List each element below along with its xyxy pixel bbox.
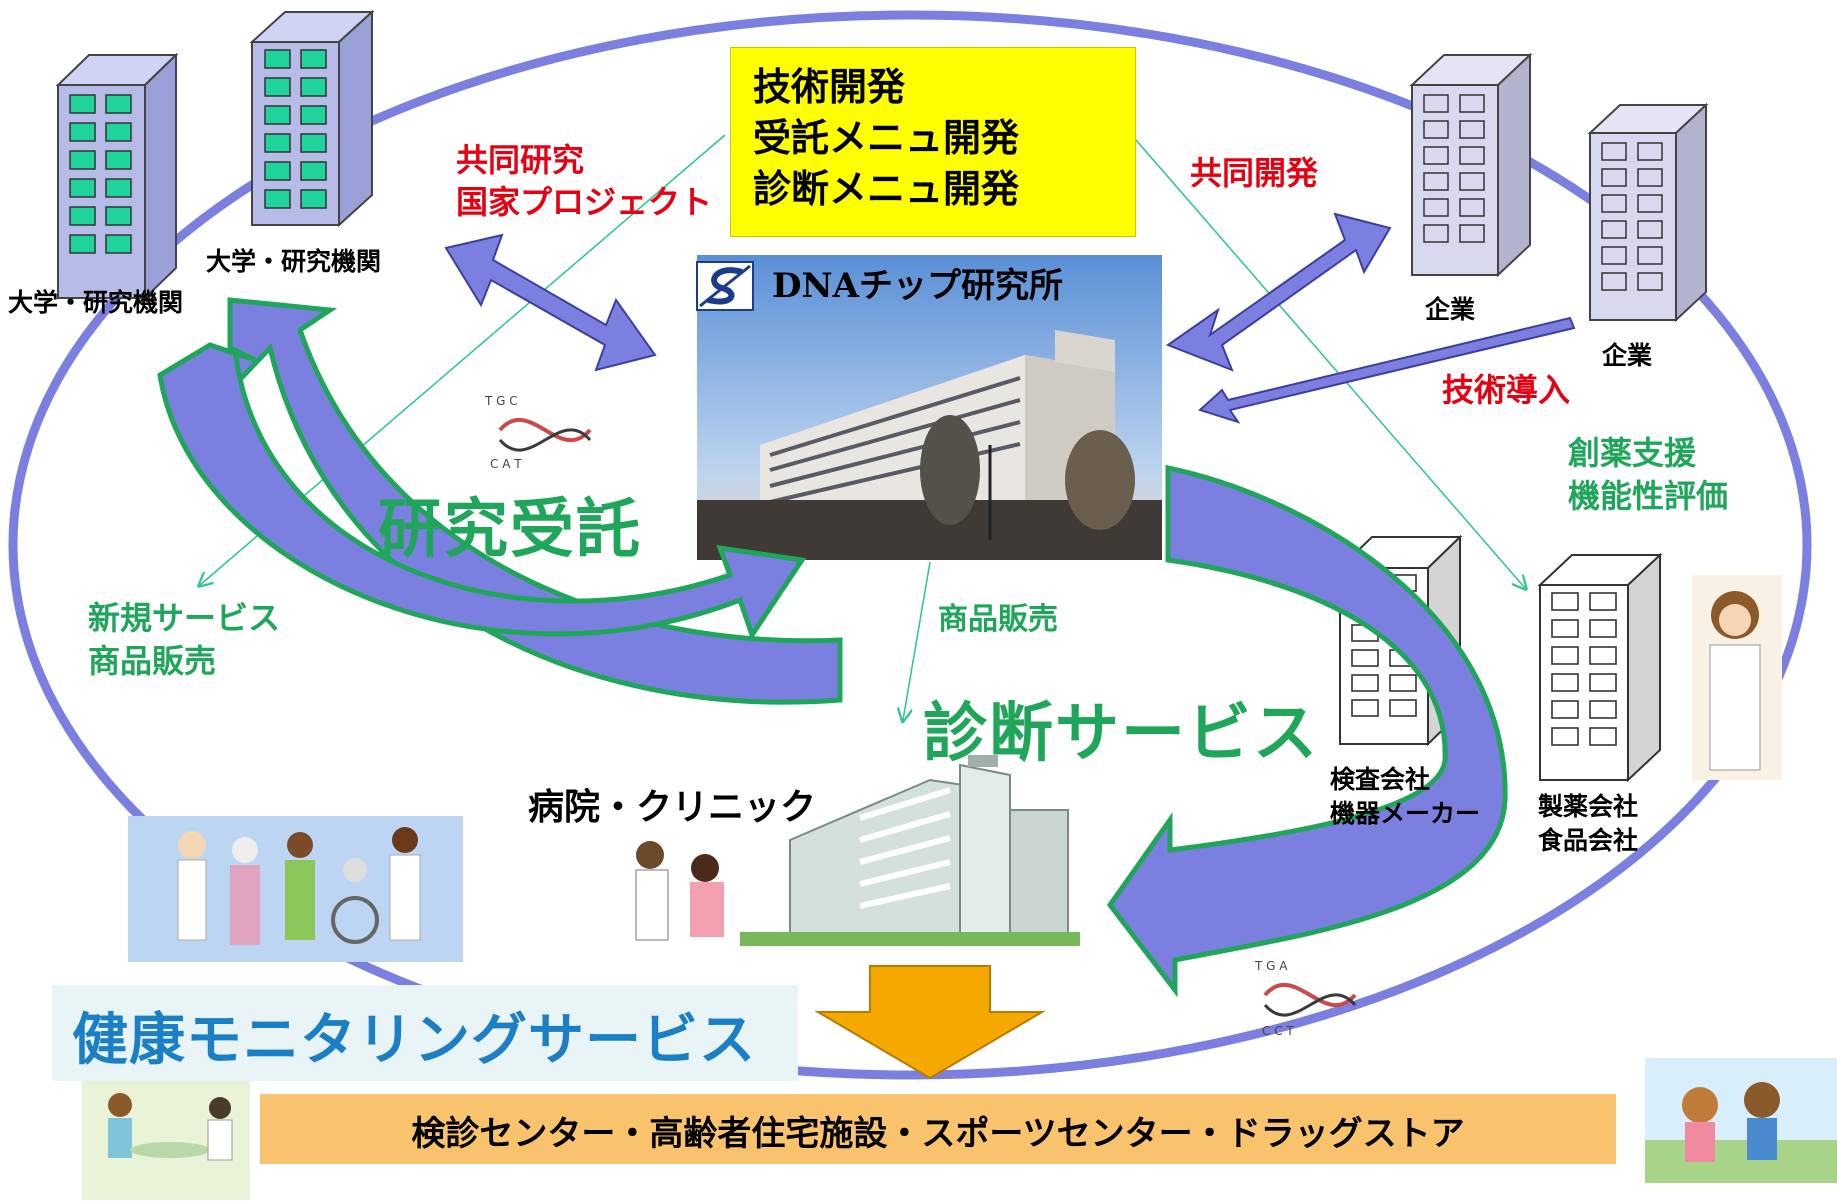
kids-garden-illustration: [1645, 1058, 1837, 1183]
label-joint-research: 共同研究 国家プロジェクト: [456, 141, 713, 221]
lab-name: DNAチップ研究所: [772, 266, 1063, 306]
label-hospital: 病院・クリニック: [528, 787, 817, 828]
cafe-illustration: [82, 1080, 250, 1200]
university-building-2: [249, 9, 375, 228]
label-university-1: 大学・研究機関: [8, 288, 184, 317]
dev-item-contract-menu: 受託メニュ開発: [753, 115, 1020, 160]
facilities-bar: 検診センター・高齢者住宅施設・スポーツセンター・ドラッグストア: [260, 1094, 1616, 1164]
tech-intro-arrow: [1198, 316, 1576, 424]
pharma-company-building: [1537, 552, 1663, 783]
company-building-1: [1409, 52, 1533, 278]
elderly-care-illustration: [128, 816, 463, 962]
label-company-2: 企業: [1602, 341, 1653, 370]
label-new-service: 新規サービス 商品販売: [88, 599, 281, 681]
label-university-2: 大学・研究機関: [206, 247, 382, 276]
health-monitoring-title: 健康モニタリングサービス: [72, 1008, 756, 1073]
facilities-text: 検診センター・高齢者住宅施設・スポーツセンター・ドラッグストア: [411, 1114, 1465, 1154]
double-arrow-univ: [444, 233, 657, 372]
dev-item-tech: 技術開発: [753, 65, 906, 109]
doctor-patient-illustration: [621, 832, 739, 962]
svg-text:T G A: T G A: [1254, 959, 1288, 973]
dna-helix-icon: T G C C A T: [484, 394, 592, 471]
label-drug-support: 創薬支援 機能性評価: [1568, 434, 1729, 516]
scientist-illustration: [1692, 575, 1782, 780]
down-arrow: [814, 965, 1046, 1080]
diagnosis-arrow: [1106, 464, 1508, 998]
university-building-1: [55, 52, 179, 301]
label-inspection: 検査会社 機器メーカー: [1330, 765, 1481, 828]
label-tech-intro: 技術導入: [1442, 371, 1571, 409]
label-diagnosis-service: 診断サービス: [923, 697, 1319, 771]
label-research-contract: 研究受託: [378, 493, 642, 567]
lab-building-photo: [697, 255, 1162, 560]
line-to-diagnosis: [903, 561, 931, 720]
svg-text:C C T: C C T: [1262, 1024, 1294, 1038]
label-company-1: 企業: [1425, 295, 1476, 324]
label-pharma: 製薬会社 食品会社: [1538, 792, 1639, 855]
svg-text:C A T: C A T: [490, 457, 522, 471]
dna-helix-icon-2: T G A C C T: [1254, 959, 1357, 1038]
double-arrow-company: [1165, 212, 1392, 372]
label-product-sales: 商品販売: [938, 602, 1058, 637]
hospital-building: [740, 755, 1080, 946]
svg-text:T G C: T G C: [484, 394, 518, 408]
research-arrow-inner: [157, 342, 807, 641]
dev-item-diagnosis-menu: 診断メニュ開発: [753, 166, 1020, 211]
cycle-ellipse: [8, 10, 1812, 1080]
line-to-pharma: [1135, 139, 1525, 588]
label-joint-dev: 共同開発: [1190, 154, 1319, 192]
dna-chip-logo: [696, 261, 754, 311]
company-building-2: [1587, 102, 1709, 323]
health-monitoring-banner: 健康モニタリングサービス: [52, 985, 798, 1081]
development-box: 技術開発 受託メニュ開発 診断メニュ開発: [730, 47, 1136, 237]
